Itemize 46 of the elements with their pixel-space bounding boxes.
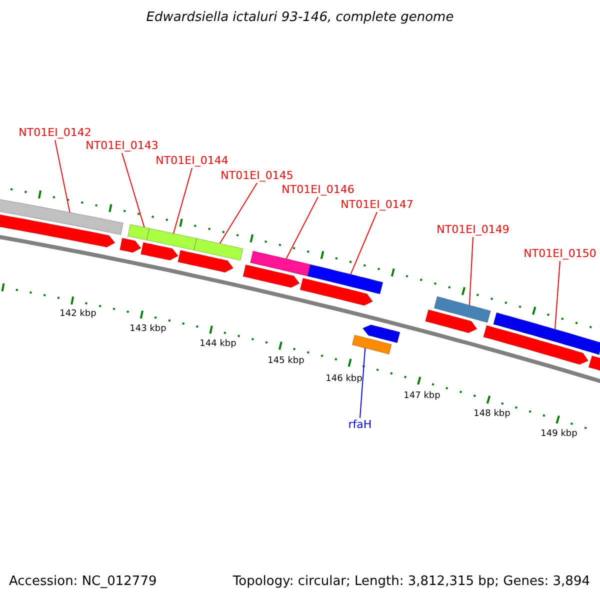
gene-label: NT01EI_0143 bbox=[86, 140, 158, 152]
gene-feature bbox=[425, 309, 478, 334]
gene-label: NT01EI_0146 bbox=[282, 184, 354, 196]
leader-line bbox=[122, 152, 145, 228]
gene-label: rfaH bbox=[348, 418, 372, 432]
gene-feature bbox=[483, 325, 589, 365]
gene-block bbox=[493, 312, 600, 355]
gene-block bbox=[434, 296, 491, 323]
leader-line bbox=[219, 182, 258, 244]
gene-feature bbox=[178, 250, 234, 273]
scale-label: 147 kbp bbox=[404, 392, 440, 402]
gene-label: NT01EI_0147 bbox=[340, 198, 414, 212]
footer-text: Topology: circular; Length: 3,812,315 bp; Genes: 3,894 bbox=[232, 574, 590, 590]
leader-line bbox=[54, 140, 70, 213]
leader-line bbox=[468, 236, 474, 306]
gene-block bbox=[194, 238, 244, 261]
gene-block bbox=[250, 250, 311, 276]
scale-label: 144 kbp bbox=[200, 340, 236, 350]
scale-label: 145 kbp bbox=[268, 357, 304, 367]
gene-label: NT01EI_0144 bbox=[156, 154, 228, 168]
leader-line bbox=[360, 348, 366, 418]
gene-feature bbox=[362, 324, 400, 344]
scale-label: 148 kbp bbox=[474, 410, 510, 420]
gene-label: NT01EI_0142 bbox=[18, 126, 92, 140]
gene-feature bbox=[140, 242, 178, 261]
gene-label: NT01EI_0150 bbox=[524, 248, 596, 260]
gene-feature bbox=[242, 264, 300, 288]
leader-line bbox=[173, 168, 192, 234]
scale-label: 142 kbp bbox=[60, 310, 96, 320]
title: Edwardsiella ictaluri 93-146, complete genome bbox=[146, 10, 454, 26]
gene-label: NT01EI_0145 bbox=[220, 170, 294, 182]
gene-block bbox=[0, 196, 124, 236]
gene-block bbox=[146, 228, 198, 251]
gene-feature bbox=[300, 278, 373, 306]
leader-line bbox=[554, 260, 560, 330]
scale-label: 143 kbp bbox=[130, 325, 166, 335]
gene-block bbox=[127, 224, 150, 240]
gene-feature bbox=[120, 238, 142, 253]
gene-block bbox=[352, 334, 392, 355]
leader-line bbox=[350, 212, 378, 275]
gene-block bbox=[307, 264, 384, 294]
leader-line bbox=[286, 196, 318, 260]
scale-label: 146 kbp bbox=[326, 375, 362, 385]
scale-label: 149 kbp bbox=[540, 430, 578, 440]
gene-label: NT01EI_0149 bbox=[436, 224, 510, 236]
footer-text: Accession: NC_012779 bbox=[9, 574, 157, 590]
